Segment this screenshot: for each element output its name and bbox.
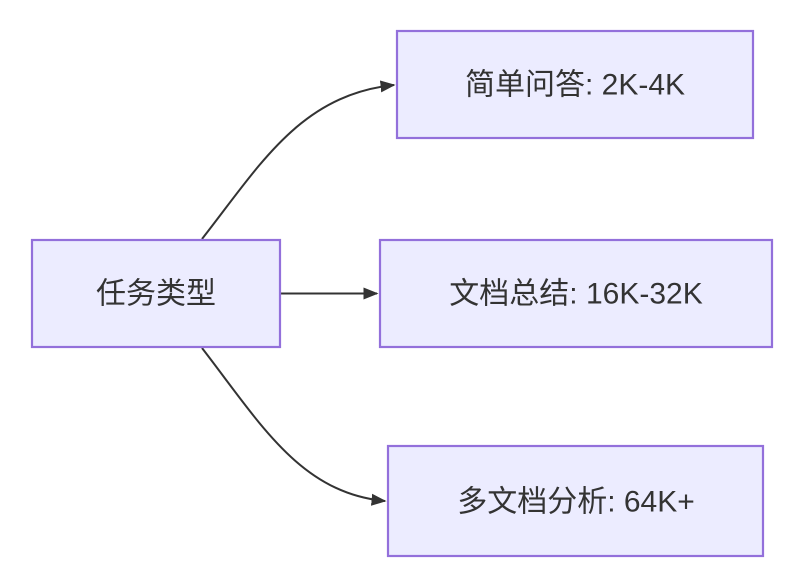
node-task-type-box: [30, 238, 282, 349]
node-task-type-label: 任务类型: [96, 278, 216, 311]
node-doc-summary-box: [378, 238, 774, 349]
node-doc-summary: 文档总结: 16K-32K: [378, 238, 774, 349]
node-simple-qa-box: [395, 29, 755, 140]
node-simple-qa-label: 简单问答: 2K-4K: [465, 69, 685, 102]
node-task-type: 任务类型: [30, 238, 282, 349]
edges: [201, 80, 396, 506]
node-multi-doc-label: 多文档分析: 64K+: [457, 486, 695, 519]
edge-task-to-simple-qa: [201, 80, 396, 240]
node-multi-doc-box: [386, 444, 765, 558]
node-multi-doc: 多文档分析: 64K+: [386, 444, 765, 558]
node-doc-summary-label: 文档总结: 16K-32K: [449, 278, 702, 311]
node-simple-qa: 简单问答: 2K-4K: [395, 29, 755, 140]
edge-task-to-multi-doc: [201, 347, 387, 506]
